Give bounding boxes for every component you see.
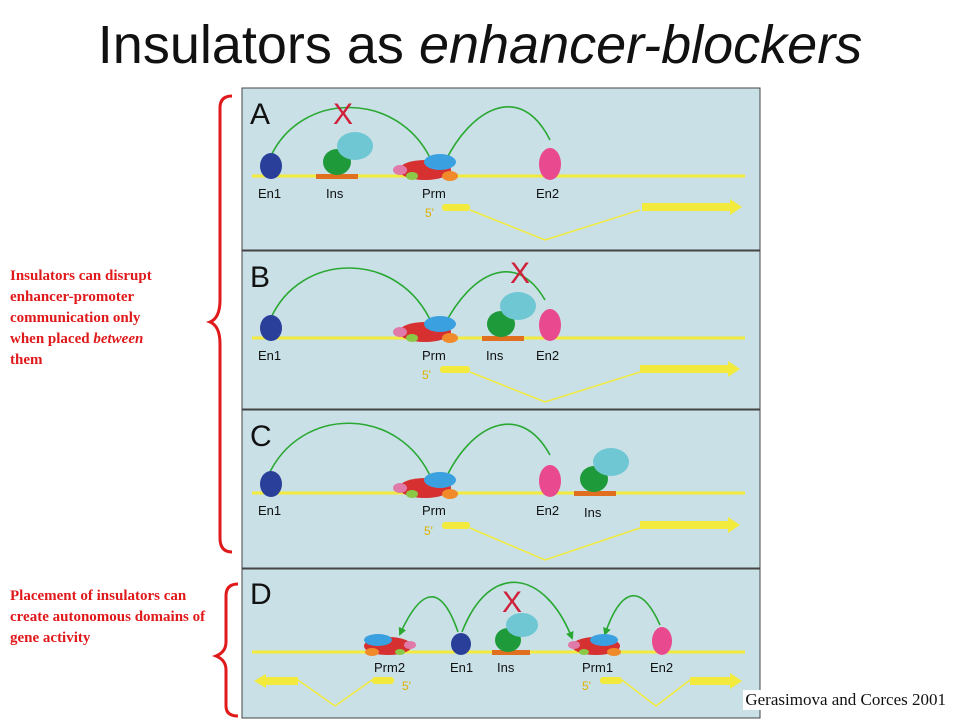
panel-c-en1 xyxy=(260,471,282,497)
panel-a-label-en2: En2 xyxy=(536,186,559,201)
panel-b-label-en1: En1 xyxy=(258,348,281,363)
panel-a-letter: A xyxy=(250,98,270,131)
panel-d-label-prm2: Prm2 xyxy=(374,660,405,675)
panel-d-label-5prime-a: 5' xyxy=(402,679,411,693)
panel-a-block-x: X xyxy=(333,98,353,131)
panel-b-en2 xyxy=(539,309,561,341)
title-text: Insulators as xyxy=(97,15,419,75)
panel-c-label-prm: Prm xyxy=(422,503,446,518)
panel-a-label-ins: Ins xyxy=(326,186,344,201)
panel-c-label-5prime: 5' xyxy=(424,524,433,538)
panel-b-label-en2: En2 xyxy=(536,348,559,363)
panel-d-arrow-en1-left xyxy=(398,596,459,636)
bracket-bottom xyxy=(211,582,239,718)
panel-b-content: B X En1 Prm Ins En2 5' xyxy=(250,257,745,403)
panel-a-content: A X En1 Ins Prm En2 5' xyxy=(250,98,745,241)
panel-a-en1 xyxy=(260,153,282,179)
panel-c-en2 xyxy=(539,465,561,497)
citation: Gerasimova and Corces 2001 xyxy=(743,690,948,710)
panel-b-arrow-en1 xyxy=(269,267,434,326)
note-placement: Placement of insulators can create auton… xyxy=(10,588,206,646)
panel-d-label-ins: Ins xyxy=(497,660,515,675)
panel-a-label-5prime: 5' xyxy=(425,206,434,220)
panel-d-arrow-en1-right xyxy=(461,581,574,640)
panel-a-ins-cap xyxy=(337,132,373,160)
title-italic-text: enhancer-blockers xyxy=(418,15,863,75)
panel-d-label-en2: En2 xyxy=(650,660,673,675)
note-line-4-text: when placed xyxy=(10,331,94,347)
panel-d-ins-cap xyxy=(506,613,538,637)
panel-b-block-x: X xyxy=(510,257,530,290)
panel-d-label-prm1: Prm1 xyxy=(582,660,613,675)
note-line-1: Insulators can disrupt xyxy=(10,268,152,284)
panel-c-arrow-en2 xyxy=(443,423,551,482)
slide-title: Insulators as enhancer-blockers xyxy=(0,14,960,76)
panel-a-label-en1: En1 xyxy=(258,186,281,201)
panel-d-block-x: X xyxy=(502,586,522,619)
panel-d-arrow-en2 xyxy=(603,594,661,636)
panel-a-arrow-en1 xyxy=(269,106,434,164)
note-line-2: enhancer-promoter xyxy=(10,289,135,305)
note-line-3: communication only xyxy=(10,310,141,326)
panel-c-arrow-en1 xyxy=(267,422,434,482)
bracket-top xyxy=(205,94,233,554)
panel-c-ins-cap xyxy=(593,448,629,476)
panel-c-letter: C xyxy=(250,420,272,453)
panel-d-content: D X Prm2 En1 Ins Prm1 En2 5' 5' xyxy=(250,578,745,707)
note-insulators-disrupt: Insulators can disrupt enhancer-promoter… xyxy=(10,266,215,371)
panel-b-letter: B xyxy=(250,261,270,294)
note-line-5: them xyxy=(10,352,43,368)
note-line-4: when placed between xyxy=(10,329,215,350)
panel-c-label-en1: En1 xyxy=(258,503,281,518)
panel-a-arrow-en2 xyxy=(443,106,551,164)
panel-c-content: C En1 Prm En2 Ins 5' xyxy=(250,420,745,561)
panel-b-label-ins: Ins xyxy=(486,348,504,363)
panel-a-en2 xyxy=(539,148,561,180)
panel-d-letter: D xyxy=(250,578,272,611)
panel-d-label-en1: En1 xyxy=(450,660,473,675)
panel-d-en1 xyxy=(451,633,471,655)
panel-c-label-en2: En2 xyxy=(536,503,559,518)
panel-d-label-5prime-b: 5' xyxy=(582,679,591,693)
panel-b-ins-cap xyxy=(500,292,536,320)
panel-b-en1 xyxy=(260,315,282,341)
panel-c xyxy=(241,409,761,569)
note-italic-word: between xyxy=(93,331,144,347)
panel-b-label-5prime: 5' xyxy=(422,368,431,382)
panel-b-arrow-en2 xyxy=(444,271,546,326)
panel-a-label-prm: Prm xyxy=(422,186,446,201)
panel-c-label-ins: Ins xyxy=(584,505,602,520)
panel-b-label-prm: Prm xyxy=(422,348,446,363)
panel-d-en2 xyxy=(652,627,672,655)
